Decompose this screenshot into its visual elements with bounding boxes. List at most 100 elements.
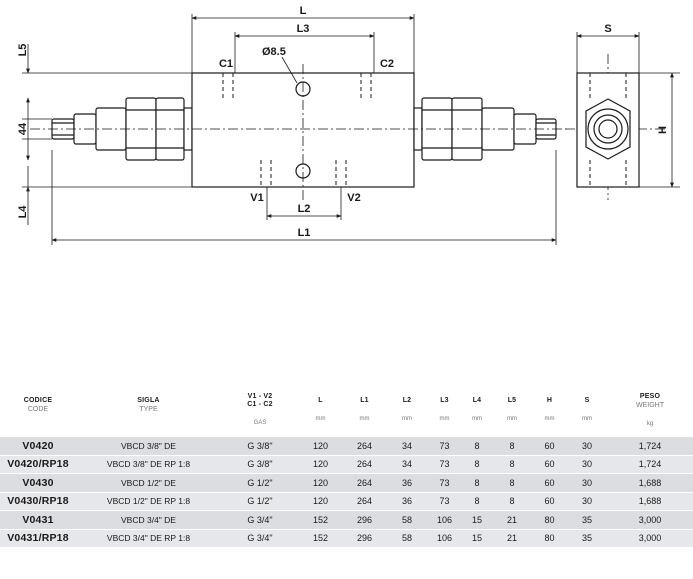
cell-h: 60 xyxy=(532,436,567,455)
cell-type: VBCD 3/4" DE RP 1:8 xyxy=(76,528,221,547)
cell-l1: 264 xyxy=(342,473,387,492)
cell-l: 120 xyxy=(299,454,342,474)
cell-l2: 34 xyxy=(387,454,427,474)
cell-type: VBCD 3/8" DE xyxy=(76,436,221,455)
cell-weight: 1,724 xyxy=(607,454,693,474)
cell-l: 120 xyxy=(299,436,342,455)
dim-label-H: H xyxy=(657,126,669,134)
dim-label-hole: Ø8.5 xyxy=(262,46,286,58)
cell-s: 30 xyxy=(567,454,607,474)
cell-code: V0431/RP18 xyxy=(0,528,76,547)
dimension-lines xyxy=(22,14,557,245)
front-view xyxy=(51,72,557,188)
cell-l3: 106 xyxy=(427,528,462,547)
cell-weight: 1,724 xyxy=(607,436,693,455)
cell-l2: 58 xyxy=(387,528,427,547)
cell-l4: 8 xyxy=(462,473,492,492)
cell-gas: G 3/8" xyxy=(221,436,299,455)
cell-l4: 8 xyxy=(462,436,492,455)
cell-type: VBCD 3/4" DE xyxy=(76,510,221,529)
cell-h: 60 xyxy=(532,454,567,474)
dim-label-L5: L5 xyxy=(17,44,29,57)
cell-type: VBCD 1/2" DE xyxy=(76,473,221,492)
cell-l2: 58 xyxy=(387,510,427,529)
cell-s: 30 xyxy=(567,436,607,455)
cell-l4: 8 xyxy=(462,454,492,474)
dim-label-L: L xyxy=(300,5,307,17)
cell-s: 30 xyxy=(567,491,607,511)
cell-type: VBCD 3/8" DE RP 1:8 xyxy=(76,454,221,474)
cell-l1: 264 xyxy=(342,436,387,455)
technical-drawing: L L3 Ø8.5 C1 C2 V1 V2 L2 L1 S H L5 44 L4 xyxy=(17,5,680,245)
cell-weight: 1,688 xyxy=(607,491,693,511)
cell-weight: 3,000 xyxy=(607,528,693,547)
cell-l: 152 xyxy=(299,528,342,547)
cell-code: V0420/RP18 xyxy=(0,454,76,474)
cell-l4: 15 xyxy=(462,528,492,547)
cell-gas: G 1/2" xyxy=(221,473,299,492)
cell-code: V0430 xyxy=(0,473,76,492)
port-label-v1: V1 xyxy=(250,192,263,204)
dim-label-S: S xyxy=(604,23,611,35)
cell-gas: G 3/4" xyxy=(221,510,299,529)
port-label-c2: C2 xyxy=(380,58,394,70)
cell-l5: 8 xyxy=(492,491,532,511)
cell-l: 120 xyxy=(299,491,342,511)
cell-code: V0420 xyxy=(0,436,76,455)
cell-l2: 34 xyxy=(387,436,427,455)
cell-l5: 21 xyxy=(492,510,532,529)
cell-l5: 8 xyxy=(492,473,532,492)
side-view xyxy=(576,72,640,188)
dim-label-L1: L1 xyxy=(298,227,311,239)
port-label-v2: V2 xyxy=(347,192,360,204)
cell-h: 60 xyxy=(532,473,567,492)
cell-l3: 106 xyxy=(427,510,462,529)
cell-l1: 264 xyxy=(342,491,387,511)
cell-l1: 296 xyxy=(342,528,387,547)
cell-s: 30 xyxy=(567,473,607,492)
cell-l1: 264 xyxy=(342,454,387,474)
cell-code: V0431 xyxy=(0,510,76,529)
dim-label-44: 44 xyxy=(17,122,29,135)
cell-h: 60 xyxy=(532,491,567,511)
cell-l4: 15 xyxy=(462,510,492,529)
cell-weight: 3,000 xyxy=(607,510,693,529)
cell-h: 80 xyxy=(532,510,567,529)
cell-l: 152 xyxy=(299,510,342,529)
cell-gas: G 3/8" xyxy=(221,454,299,474)
cell-l4: 8 xyxy=(462,491,492,511)
dim-label-L2: L2 xyxy=(298,203,311,215)
cell-l5: 8 xyxy=(492,454,532,474)
cell-l1: 296 xyxy=(342,510,387,529)
cell-h: 80 xyxy=(532,528,567,547)
cell-type: VBCD 1/2" DE RP 1:8 xyxy=(76,491,221,511)
port-label-c1: C1 xyxy=(219,58,233,70)
cell-l2: 36 xyxy=(387,491,427,511)
dim-label-L3: L3 xyxy=(297,23,310,35)
dim-label-L4: L4 xyxy=(17,205,29,219)
cell-l: 120 xyxy=(299,473,342,492)
cell-weight: 1,688 xyxy=(607,473,693,492)
cell-l5: 21 xyxy=(492,528,532,547)
hidden-lines xyxy=(222,73,372,187)
cell-gas: G 1/2" xyxy=(221,491,299,511)
